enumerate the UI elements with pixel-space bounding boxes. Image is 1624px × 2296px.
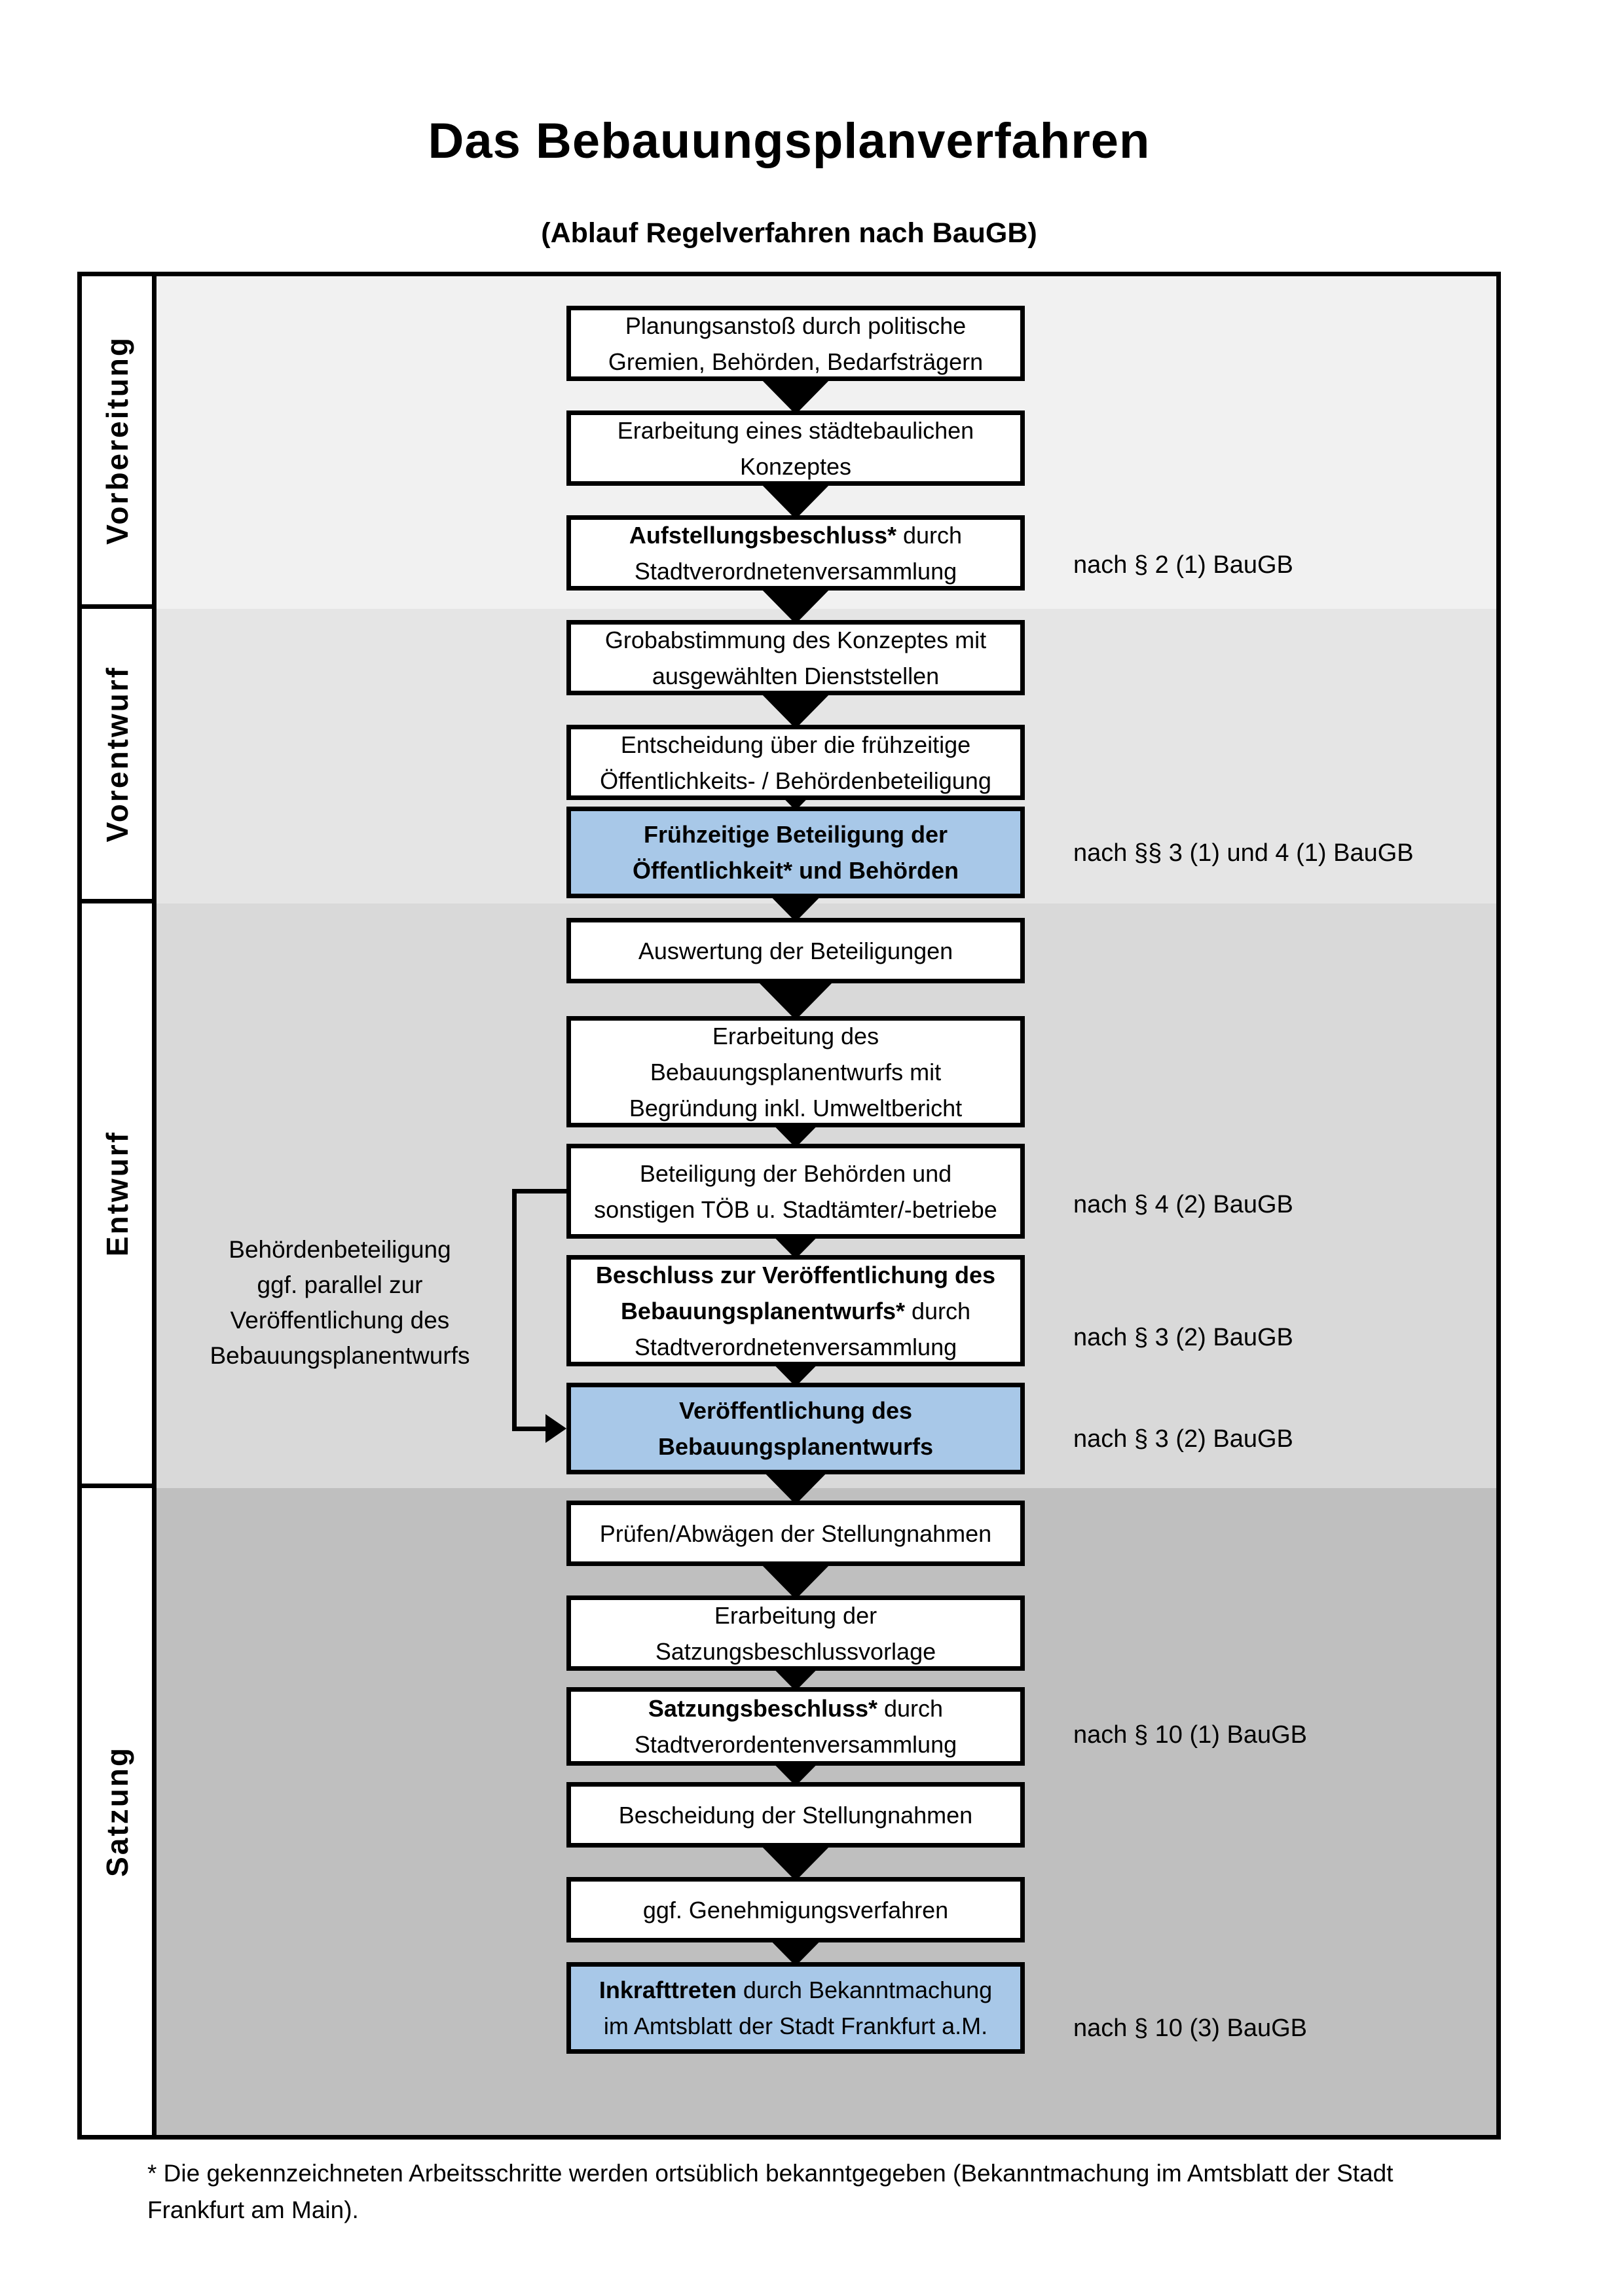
step-box-aufstellungsbeschluss: Aufstellungsbeschluss* durch Stadtverord… — [566, 515, 1025, 591]
step-box-erarbeitung-entwurf: Erarbeitung des Bebauungsplanentwurfs mi… — [566, 1016, 1025, 1127]
step-box-satzungsbeschluss: Satzungsbeschluss* durch Stadtverordente… — [566, 1687, 1025, 1766]
arrow-down-icon — [760, 483, 832, 519]
side-note: Behördenbeteiligung ggf. parallel zur Ve… — [210, 1236, 470, 1369]
page-subtitle: (Ablauf Regelverfahren nach BauGB) — [541, 217, 1037, 249]
phase-label-vorentwurf: Vorentwurf — [82, 609, 152, 903]
step-box-satzungsvorlage: Erarbeitung der Satzungsbeschlussvorlage — [566, 1595, 1025, 1671]
footnote: * Die gekennzeichneten Arbeitsschritte w… — [147, 2160, 1393, 2223]
legal-ref-1: nach § 2 (1) BauGB — [1073, 551, 1293, 579]
phase-label-text: Vorentwurf — [100, 665, 134, 843]
step-box-inkrafttreten: Inkrafttreten durch Bekanntmachung im Am… — [566, 1962, 1025, 2054]
step-box-fruehzeitige-beteiligung: Frühzeitige Beteiligung der Öffentlichke… — [566, 807, 1025, 898]
legal-ref-7: nach § 10 (3) BauGB — [1073, 2014, 1307, 2042]
connector-line — [512, 1189, 517, 1431]
step-box-bescheidung: Bescheidung der Stellungnahmen — [566, 1782, 1025, 1848]
phase-label-entwurf: Entwurf — [82, 903, 152, 1488]
arrow-down-icon — [760, 378, 832, 414]
step-box-entscheidung: Entscheidung über die frühzeitige Öffent… — [566, 725, 1025, 800]
phase-label-text: Entwurf — [100, 1130, 134, 1257]
flowchart-content: Planungsanstoß durch politische Gremien,… — [157, 276, 1496, 2135]
step-box-grobabstimmung: Grobabstimmung des Konzeptes mit ausgewä… — [566, 620, 1025, 695]
arrow-down-icon — [760, 587, 832, 624]
phase-label-vorbereitung: Vorbereitung — [82, 276, 152, 609]
phase-label-satzung: Satzung — [82, 1488, 152, 2135]
legal-ref-4: nach § 3 (2) BauGB — [1073, 1324, 1293, 1351]
step-box-beteiligung-behoerden: Beteiligung der Behörden und sonstigen T… — [566, 1144, 1025, 1239]
step-box-genehmigung: ggf. Genehmigungsverfahren — [566, 1877, 1025, 1942]
legal-ref-6: nach § 10 (1) BauGB — [1073, 1721, 1307, 1749]
step-box-planungsanstoss: Planungsanstoß durch politische Gremien,… — [566, 306, 1025, 381]
phase-label-text: Vorbereitung — [100, 336, 134, 545]
step-box-auswertung: Auswertung der Beteiligungen — [566, 918, 1025, 983]
legal-ref-3: nach § 4 (2) BauGB — [1073, 1191, 1293, 1218]
legal-ref-2: nach §§ 3 (1) und 4 (1) BauGB — [1073, 839, 1414, 867]
connector-line — [512, 1427, 547, 1431]
arrow-down-icon — [760, 1563, 832, 1599]
arrow-right-icon — [545, 1414, 566, 1443]
arrow-down-icon — [760, 983, 832, 1020]
arrow-down-icon — [760, 1844, 832, 1881]
legal-ref-5: nach § 3 (2) BauGB — [1073, 1425, 1293, 1453]
phase-label-text: Satzung — [100, 1746, 134, 1877]
step-box-pruefen: Prüfen/Abwägen der Stellungnahmen — [566, 1501, 1025, 1566]
phase-label-column: Vorbereitung Vorentwurf Entwurf Satzung — [82, 276, 157, 2135]
step-box-beschluss-veroeffentlichung: Beschluss zur Veröffentlichung des Bebau… — [566, 1255, 1025, 1366]
step-box-veroeffentlichung: Veröffentlichung des Bebauungsplanentwur… — [566, 1383, 1025, 1474]
arrow-down-icon — [760, 692, 832, 729]
connector-line — [512, 1189, 566, 1194]
page-title: Das Bebauungsplanverfahren — [428, 113, 1151, 169]
flowchart-frame: Vorbereitung Vorentwurf Entwurf Satzung … — [77, 272, 1501, 2140]
step-box-konzept: Erarbeitung eines städtebaulichen Konzep… — [566, 410, 1025, 486]
